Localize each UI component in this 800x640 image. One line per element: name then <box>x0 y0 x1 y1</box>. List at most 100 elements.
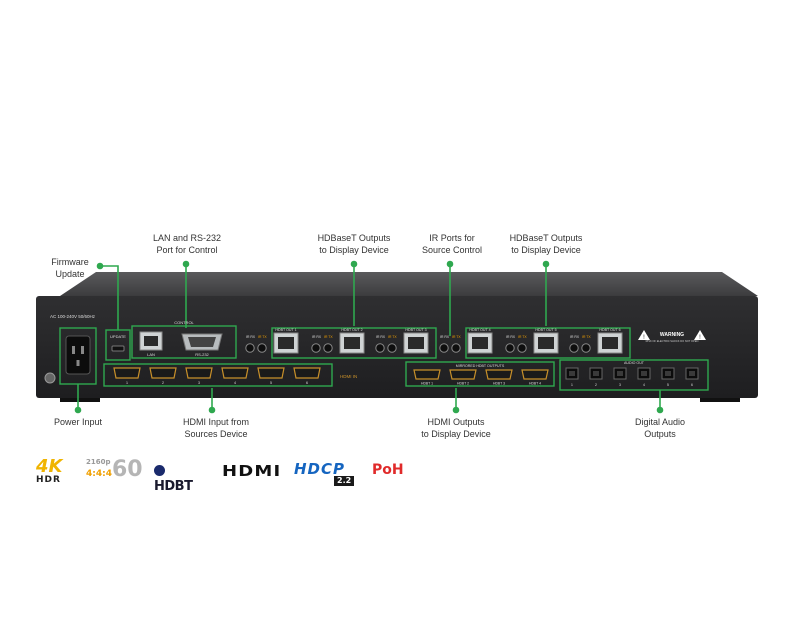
hdbt-out-label: HDBT OUT 6 <box>599 328 620 332</box>
poh-logo: PoH <box>372 462 404 478</box>
ir-tx-jack[interactable] <box>387 343 397 353</box>
power-socket[interactable] <box>65 335 91 375</box>
hdbt-group-2 <box>465 327 631 359</box>
ir-tx-label: IR TX <box>518 335 527 339</box>
leader-dot <box>656 406 664 414</box>
hdmi-in-port-label: 4 <box>234 381 236 385</box>
firmware-update-callout: Firmware Update <box>40 256 100 280</box>
hdcp-version-text: 2.2 <box>334 476 355 486</box>
ir-tx-jack[interactable] <box>581 343 591 353</box>
hdbt-rj45-inner <box>602 337 618 349</box>
hdmi-out-port-label: HDBT 1 <box>421 382 433 386</box>
digital-audio-callout: Digital Audio Outputs <box>620 416 700 440</box>
hdmi-out-port-label: HDBT 2 <box>457 382 469 386</box>
hdmi-out-label: MIRRORED HDBT OUTPUTS <box>456 364 505 368</box>
hdmi-out-port-label: HDBT 3 <box>493 382 505 386</box>
hdbt-out-label: HDBT OUT 3 <box>405 328 426 332</box>
hdmi-out-port[interactable] <box>413 369 441 380</box>
hdbt-out-label: HDBT OUT 1 <box>275 328 296 332</box>
hdmi-in-port[interactable] <box>293 367 321 379</box>
ir-rx-jack[interactable] <box>569 343 579 353</box>
update-label: UPDATE <box>110 334 126 339</box>
hdmi-input-callout: HDMI Input from Sources Device <box>160 416 272 440</box>
poh-text: PoH <box>372 462 404 478</box>
leader-dot <box>452 406 460 414</box>
optical-audio-inner <box>593 371 599 376</box>
ir-tx-label: IR TX <box>258 335 267 339</box>
optical-audio-label: 5 <box>667 383 669 387</box>
optical-audio-inner <box>665 371 671 376</box>
power-pin <box>76 360 80 366</box>
ir-tx-jack[interactable] <box>257 343 267 353</box>
4k-hdr-logo: 4K HDR <box>36 458 62 485</box>
ir-tx-jack[interactable] <box>517 343 527 353</box>
chassis-foot-left <box>60 398 100 402</box>
rs232-port-inner <box>188 337 216 347</box>
hdmi-in-port[interactable] <box>257 367 285 379</box>
audio-box <box>559 359 709 391</box>
usb-port[interactable] <box>111 345 125 352</box>
ir-rx-jack[interactable] <box>505 343 515 353</box>
hdmi-in-label: HDMI IN <box>340 374 357 379</box>
hdmi-out-port[interactable] <box>449 369 477 380</box>
ir-tx-jack[interactable] <box>451 343 461 353</box>
hdmi-out-port[interactable] <box>521 369 549 380</box>
ir-rx-jack[interactable] <box>375 343 385 353</box>
ir-rx-label: IR RX <box>312 335 322 339</box>
lan-label: LAN <box>147 352 155 357</box>
warning-triangle-icon <box>694 330 706 340</box>
hdbt-out-label: HDBT OUT 2 <box>341 328 362 332</box>
optical-audio-inner <box>641 371 647 376</box>
hdmi-in-port[interactable] <box>149 367 177 379</box>
ir-tx-label: IR TX <box>324 335 333 339</box>
hdmi-out-port[interactable] <box>485 369 513 380</box>
hdmi-out-box <box>405 361 555 387</box>
4k-text: 4K <box>36 456 63 477</box>
power-pin <box>72 346 75 354</box>
hdmi-in-port[interactable] <box>185 367 213 379</box>
optical-audio-inner <box>569 371 575 376</box>
hdbt-out-label: HDBT OUT 5 <box>535 328 556 332</box>
chroma-text: 4:4:4 <box>86 469 112 479</box>
ir-rx-jack[interactable] <box>311 343 321 353</box>
hdmi-in-box <box>103 363 333 387</box>
warning-triangle-icon <box>638 330 650 340</box>
ir-rx-jack[interactable] <box>245 343 255 353</box>
resolution-text: 2160p <box>86 458 111 466</box>
control-box <box>131 325 237 359</box>
hdbaset-mark-icon <box>154 465 165 476</box>
callout-text: HDBaseT Outputs to Display Device <box>317 233 391 255</box>
rs232-label: RS-232 <box>195 352 209 357</box>
power-input-callout: Power Input <box>40 416 116 428</box>
ir-rx-label: IR RX <box>246 335 256 339</box>
warning-exclaim: ! <box>643 335 645 341</box>
leader-dot <box>74 406 82 414</box>
optical-audio-inner <box>617 371 623 376</box>
ir-rx-jack[interactable] <box>439 343 449 353</box>
lan-rs232-callout: LAN and RS-232 Port for Control <box>128 232 246 256</box>
ir-tx-label: IR TX <box>388 335 397 339</box>
hdcp-text: HDCP <box>294 460 346 478</box>
ir-tx-label: IR TX <box>452 335 461 339</box>
callout-text: HDBaseT Outputs to Display Device <box>509 233 583 255</box>
ground-screw-icon <box>44 372 56 384</box>
ir-ports-callout: IR Ports for Source Control <box>404 232 500 256</box>
power-pin <box>81 346 84 354</box>
callout-text: LAN and RS-232 Port for Control <box>152 233 222 255</box>
hdmi-in-port[interactable] <box>113 367 141 379</box>
hdbt-group-1 <box>271 327 437 359</box>
hdmi-outputs-callout: HDMI Outputs to Display Device <box>400 416 512 440</box>
hdr-text: HDR <box>36 475 61 485</box>
optical-audio-label: 3 <box>619 383 621 387</box>
ir-rx-label: IR RX <box>376 335 386 339</box>
hdbt-text: HDBT <box>154 479 193 494</box>
hdmi-in-port[interactable] <box>221 367 249 379</box>
hdbt-rj45-inner <box>344 337 360 349</box>
warning-exclaim: ! <box>699 335 701 341</box>
ir-tx-jack[interactable] <box>323 343 333 353</box>
hdbt-rj45-inner <box>278 337 294 349</box>
hdmi-in-port-label: 5 <box>270 381 272 385</box>
